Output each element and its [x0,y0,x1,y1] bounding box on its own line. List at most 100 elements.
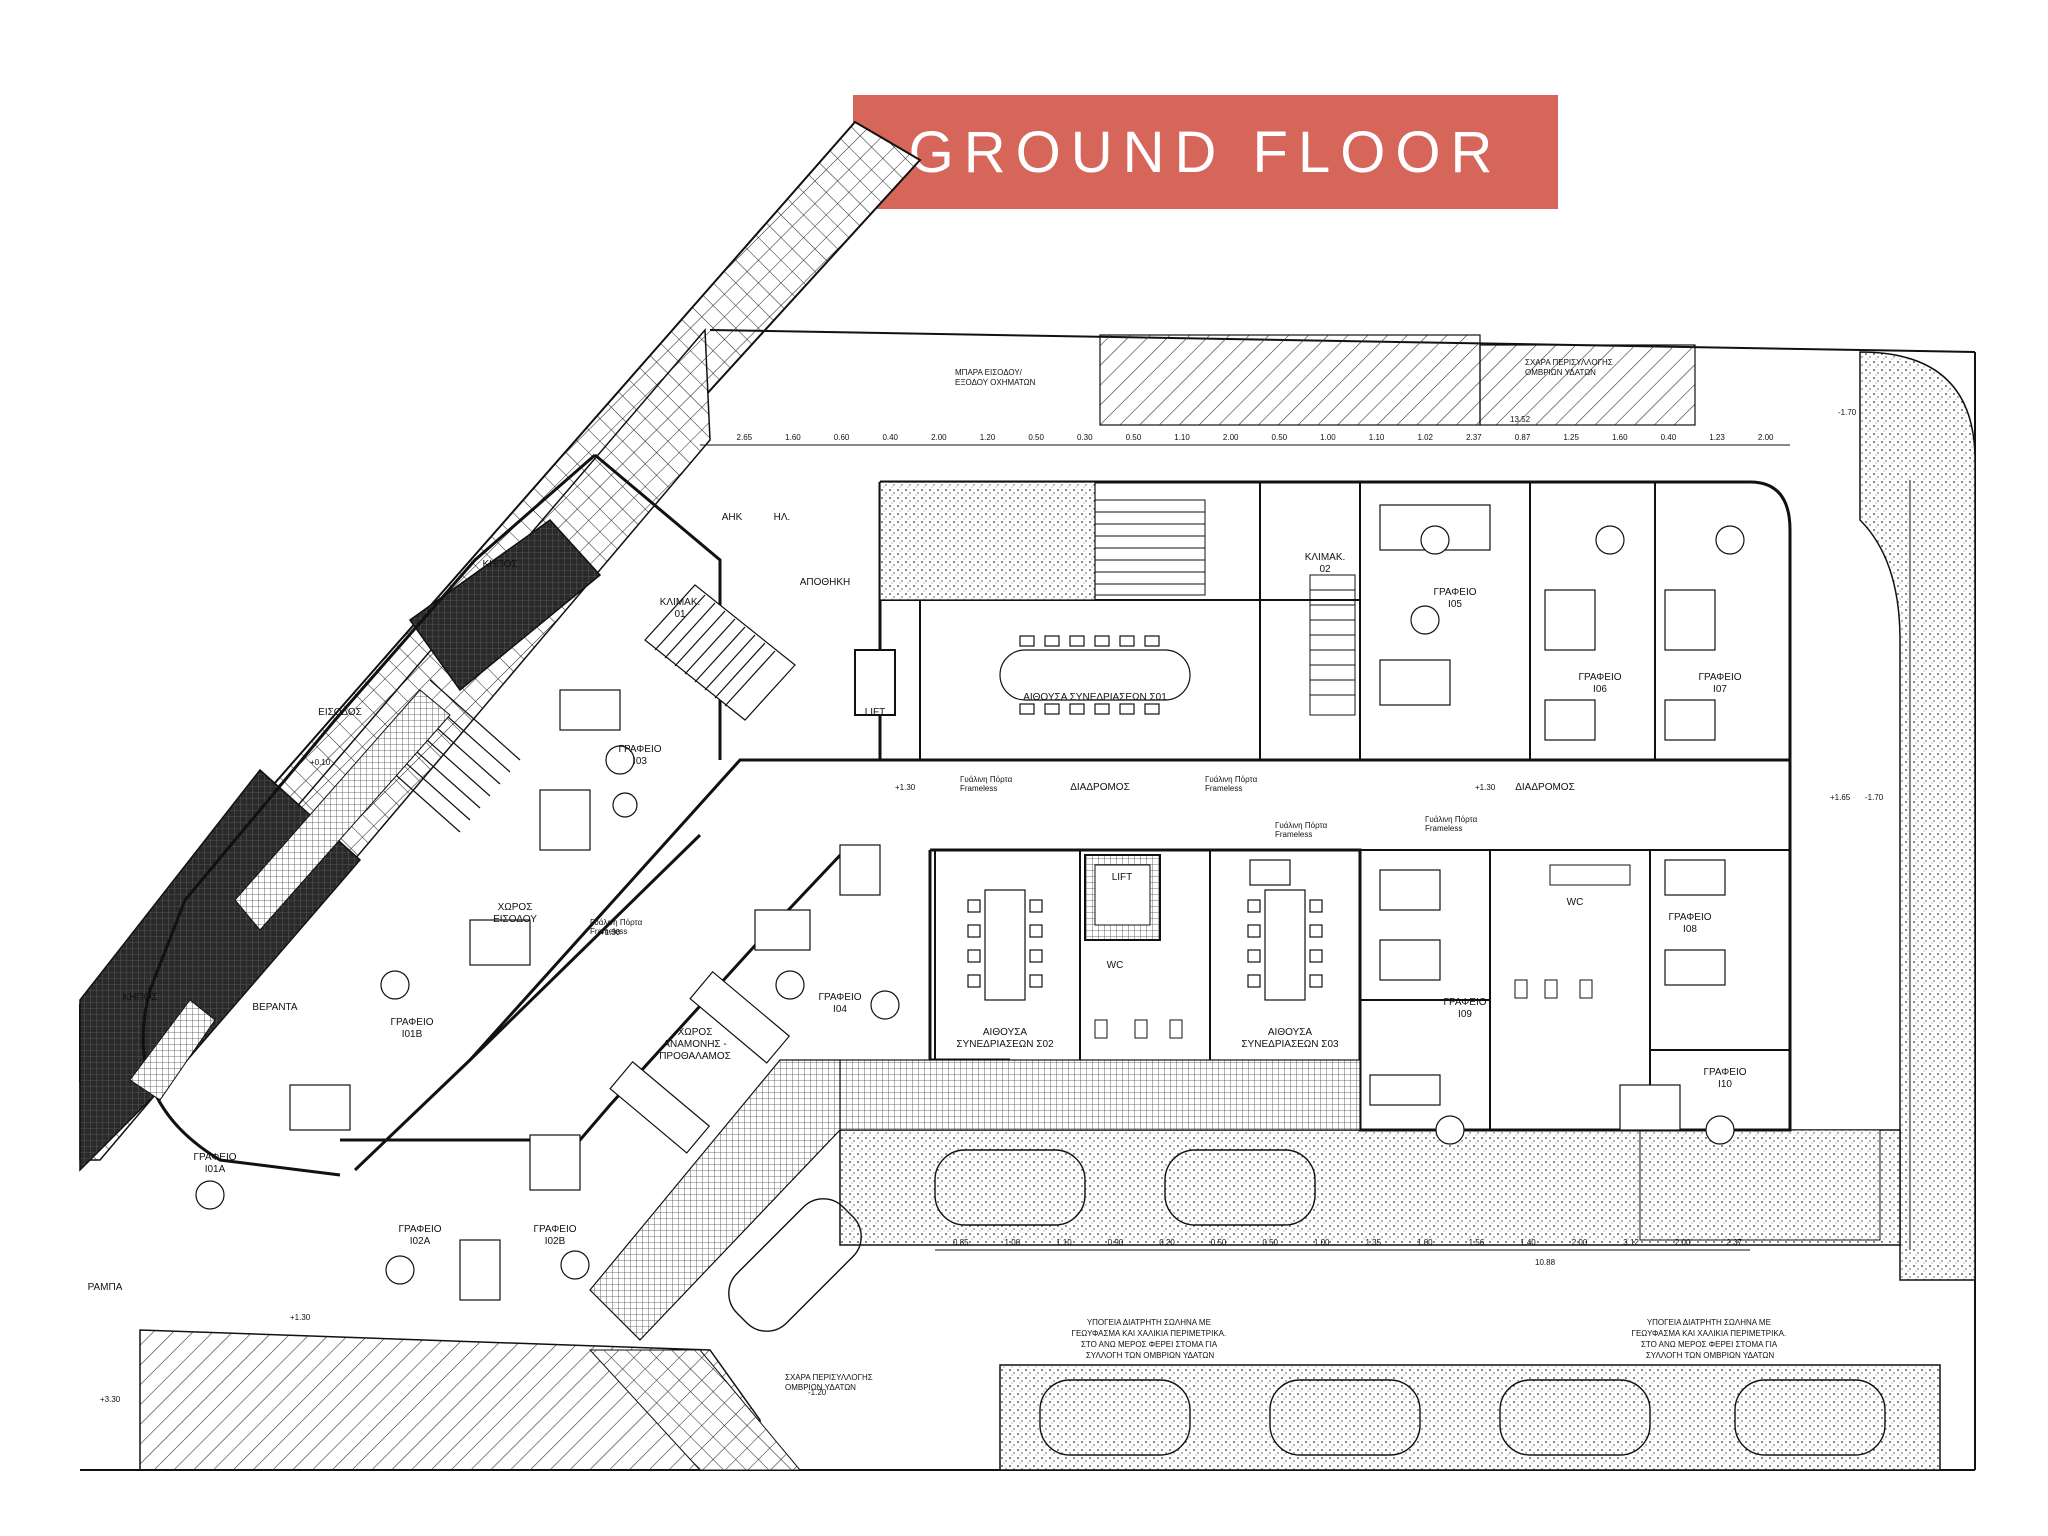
dimensions-top: 2.65 1.60 0.60 0.40 2.00 1.20 0.50 0.30 0.50 1.10… [737,433,1774,442]
conference-table-01 [999,635,1191,715]
dimension-label: 1.23 [1709,433,1725,442]
dimension-label: 3.12 [1623,1238,1639,1247]
conference-table-03 [1247,889,1323,1001]
label-ramp: ΡΑΜΠΑ [88,1282,123,1293]
dimension-label: 1.10 [1056,1238,1072,1247]
level-marker-6: -1.20 [808,1388,827,1397]
dimension-label: 2.37 [1726,1238,1742,1247]
dimension-label: 0.40 [882,433,898,442]
dimension-label: 0.50 [1126,433,1142,442]
label-hl: ΗΛ. [774,512,791,523]
dimension-total-top: 13.52 [1510,415,1531,424]
dimension-label: 0.87 [1515,433,1531,442]
dimension-label: 1.60 [785,433,801,442]
level-marker-8: +1.30 [600,928,621,937]
level-marker-7: +0.10 [310,758,331,767]
label-meeting-01: ΑΙΘΟΥΣΑ ΣΥΝΕΔΡΙΑΣΕΩΝ Σ01 [1023,692,1167,703]
title-banner: GROUND FLOOR [853,95,1558,209]
label-garden-2: ΚΗΠΟΣ [482,559,517,570]
dimension-label: 2.37 [1466,433,1482,442]
dimension-label: 1.35 [1365,1238,1381,1247]
level-marker-5: -1.70 [1838,408,1857,417]
label-lift-small: LIFT [865,707,886,718]
label-lift: LIFT [1112,872,1133,883]
level-marker-3: +1.65 [1830,793,1851,802]
dimension-label: 1.00 [1314,1238,1330,1247]
dimension-lines [700,444,1911,1251]
wc-fixtures [1094,864,1631,1039]
dimension-label: 2.00 [1675,1238,1691,1247]
dimension-label: 1.02 [1417,433,1433,442]
label-storage: ΑΠΟΘΗΚΗ [800,577,851,588]
label-corridor-1: ΔΙΑΔΡΟΜΟΣ [1070,782,1130,793]
label-wc-2: WC [1567,897,1584,908]
dimension-label: 1.10 [1174,433,1190,442]
label-ahk: ΑΗΚ [722,512,743,523]
dimension-label: 0.90 [1108,1238,1124,1247]
dimension-label: 1.40 [1520,1238,1536,1247]
dimension-label: 0.20 [1159,1238,1175,1247]
waiting-sofas [609,970,791,1154]
dimension-label: 0.50 [1262,1238,1278,1247]
stair-01 [644,584,796,721]
dimension-label: 0.60 [834,433,850,442]
label-corridor-2: ΔΙΑΔΡΟΜΟΣ [1515,782,1575,793]
level-marker-2: +1.30 [1475,783,1496,792]
level-marker-10: +3.30 [100,1395,121,1404]
office-furniture [195,504,1745,1301]
dimension-label: 1.60 [1612,433,1628,442]
note-bar-top: ΜΠΑΡΑ ΕΙΣΟΔΟΥ/ΕΞΟΔΟΥ ΟΧΗΜΑΤΩΝ [955,368,1036,387]
conference-table-02 [967,889,1043,1001]
dimension-label: 1.25 [1563,433,1579,442]
gravel-right [1859,351,1976,1281]
dimension-label: 2.00 [1223,433,1239,442]
dimension-label: 2.00 [931,433,947,442]
label-stair-01: ΚΛΙΜΑΚ.01 [660,597,701,620]
dimension-label: 2.65 [737,433,753,442]
page-title: GROUND FLOOR [908,119,1503,185]
hatched-band [839,1059,1361,1131]
note-drain-1: ΥΠΟΓΕΙΑ ΔΙΑΤΡΗΤΗ ΣΩΛΗΝΑ ΜΕ ΓΕΩΥΦΑΣΜΑ ΚΑΙ… [1072,1318,1229,1360]
level-marker-1: +1.30 [895,783,916,792]
dimension-label: 0.50 [1028,433,1044,442]
dimension-label: 0.50 [1211,1238,1227,1247]
car-outlines [728,1149,1886,1456]
dimension-label: 2.00 [1758,433,1774,442]
dimension-label: 1.00 [1005,1238,1021,1247]
dimension-label: 0.40 [1661,433,1677,442]
veranda [234,689,451,931]
dimension-label: 0.85 [953,1238,969,1247]
dimension-total-bottom: 10.88 [1535,1258,1556,1267]
label-entrance: ΕΙΣΟΔΟΣ [318,707,362,718]
dimension-label: 1.00 [1320,433,1336,442]
dimension-label: 1.20 [980,433,996,442]
main-stair [1094,499,1206,596]
label-wc-1: WC [1107,960,1124,971]
dimension-label: 0.30 [1077,433,1093,442]
note-drain-2: ΥΠΟΓΕΙΑ ΔΙΑΤΡΗΤΗ ΣΩΛΗΝΑ ΜΕ ΓΕΩΥΦΑΣΜΑ ΚΑΙ… [1632,1318,1789,1360]
dimension-label: 0.50 [1272,433,1288,442]
parking-hatch-top [1099,334,1481,426]
label-stair-02: ΚΛΙΜΑΚ.02 [1305,552,1346,575]
